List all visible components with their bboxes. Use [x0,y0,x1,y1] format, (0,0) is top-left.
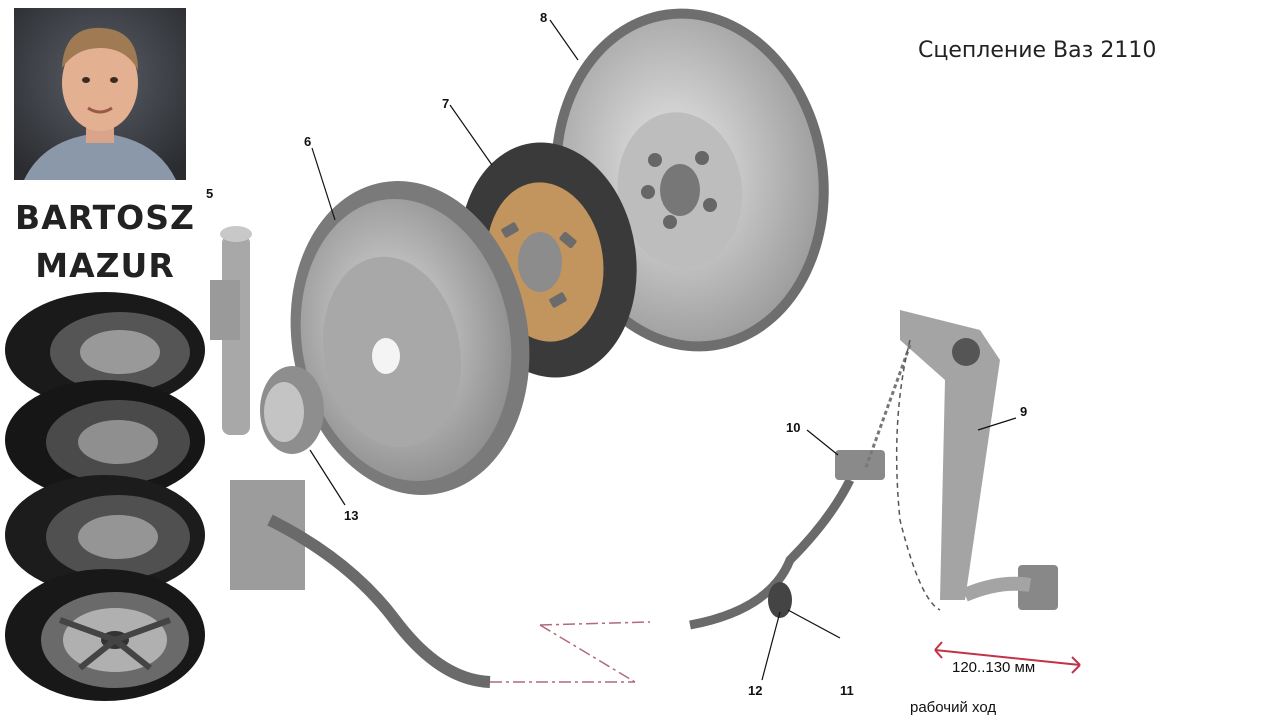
callout-10: 10 [786,420,800,435]
callout-7: 7 [442,96,449,111]
callout-8: 8 [540,10,547,25]
clutch-diagram: 5 6 7 8 9 10 11 12 13 120..130 мм рабочи… [206,0,1280,720]
callout-11: 11 [840,683,854,698]
pressure-plate [290,181,530,495]
clutch-pedal [835,310,1081,674]
author-first-name: BARTOSZ [15,198,195,237]
author-last-name: MAZUR [35,246,175,285]
clutch-cable [267,477,855,688]
callout-12: 12 [748,683,762,698]
callout-9: 9 [1020,404,1027,419]
callout-13: 13 [344,508,358,523]
pedal-travel-value: 120..130 мм [952,659,1035,676]
callout-5: 5 [206,186,213,201]
callout-6: 6 [304,134,311,149]
author-panel: BARTOSZ MAZUR [0,0,210,720]
diagram-caption: Сцепление Ваз 2110 [918,38,1157,63]
tire-stack-icon [0,290,210,720]
presenter-avatar-icon [14,8,186,180]
pedal-travel-label: рабочий ход [910,699,996,716]
